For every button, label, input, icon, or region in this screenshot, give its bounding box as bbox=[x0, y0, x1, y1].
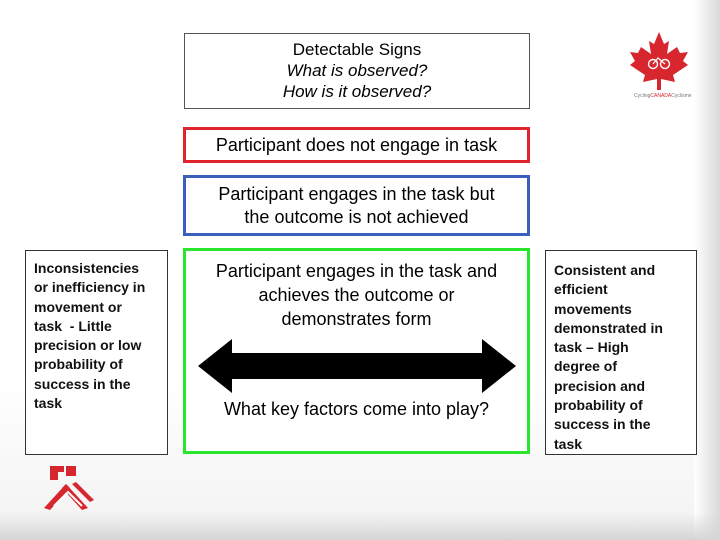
left-panel-line: or inefficiency in bbox=[34, 279, 146, 296]
right-panel-line: degree of bbox=[554, 358, 618, 375]
coaching-association-logo-icon bbox=[44, 466, 94, 510]
left-panel-line: movement or bbox=[34, 298, 122, 315]
level-not-engaged-text: Participant does not engage in task bbox=[215, 135, 498, 155]
level-achieved-line1: Participant engages in the task and bbox=[215, 261, 498, 281]
level-achieved-text: Participant engages in the task and achi… bbox=[186, 259, 527, 331]
right-panel-line: movements bbox=[554, 300, 632, 317]
right-panel-line: precision and bbox=[554, 377, 646, 394]
right-panel-line: task – High bbox=[554, 339, 629, 356]
right-panel-line: task bbox=[554, 435, 583, 452]
header-question-how: How is it observed? bbox=[282, 82, 432, 101]
slide-edge-shadow-bottom bbox=[0, 512, 720, 540]
slide-edge-shadow-right bbox=[694, 0, 720, 540]
level-engaged-not-achieved-line1: Participant engages in the task but bbox=[218, 184, 495, 204]
inconsistent-performance-panel: Inconsistencies or inefficiency in movem… bbox=[25, 250, 168, 455]
left-panel-line: precision or low bbox=[34, 337, 142, 354]
detectable-signs-header: Detectable Signs What is observed? How i… bbox=[184, 33, 530, 109]
level-achieved-line2: achieves the outcome or bbox=[258, 285, 455, 305]
right-panel-line: efficient bbox=[554, 281, 608, 298]
level-engaged-not-achieved-line2: the outcome is not achieved bbox=[244, 207, 469, 227]
level-achieved-box: Participant engages in the task and achi… bbox=[183, 248, 530, 454]
level-achieved-line3: demonstrates form bbox=[281, 309, 432, 329]
right-panel-line: success in the bbox=[554, 416, 651, 433]
left-panel-line: task - Little bbox=[34, 317, 112, 334]
level-not-engaged-box: Participant does not engage in task bbox=[183, 127, 530, 163]
right-panel-line: Consistent and bbox=[554, 262, 656, 278]
cycling-canada-caption: CyclingCANADACyclisme bbox=[634, 93, 694, 99]
left-panel-line: probability of bbox=[34, 356, 123, 373]
header-title: Detectable Signs bbox=[292, 40, 422, 59]
maple-leaf-icon bbox=[630, 32, 688, 90]
level-engaged-not-achieved-box: Participant engages in the task but the … bbox=[183, 175, 530, 236]
left-panel-line: success in the bbox=[34, 375, 131, 392]
double-arrow-icon bbox=[198, 339, 516, 393]
left-panel-line: Inconsistencies bbox=[34, 260, 140, 276]
caption-part-3: Cyclisme bbox=[671, 93, 692, 99]
caption-part-1: Cycling bbox=[634, 93, 651, 99]
key-factors-question: What key factors come into play? bbox=[223, 399, 490, 419]
right-panel-line: demonstrated in bbox=[554, 319, 663, 336]
header-question-what: What is observed? bbox=[286, 61, 428, 80]
caption-part-2: CANADA bbox=[650, 93, 672, 99]
consistent-performance-panel: Consistent and efficient movements demon… bbox=[545, 250, 697, 455]
right-panel-line: probability of bbox=[554, 397, 643, 414]
left-panel-line: task bbox=[34, 395, 63, 412]
